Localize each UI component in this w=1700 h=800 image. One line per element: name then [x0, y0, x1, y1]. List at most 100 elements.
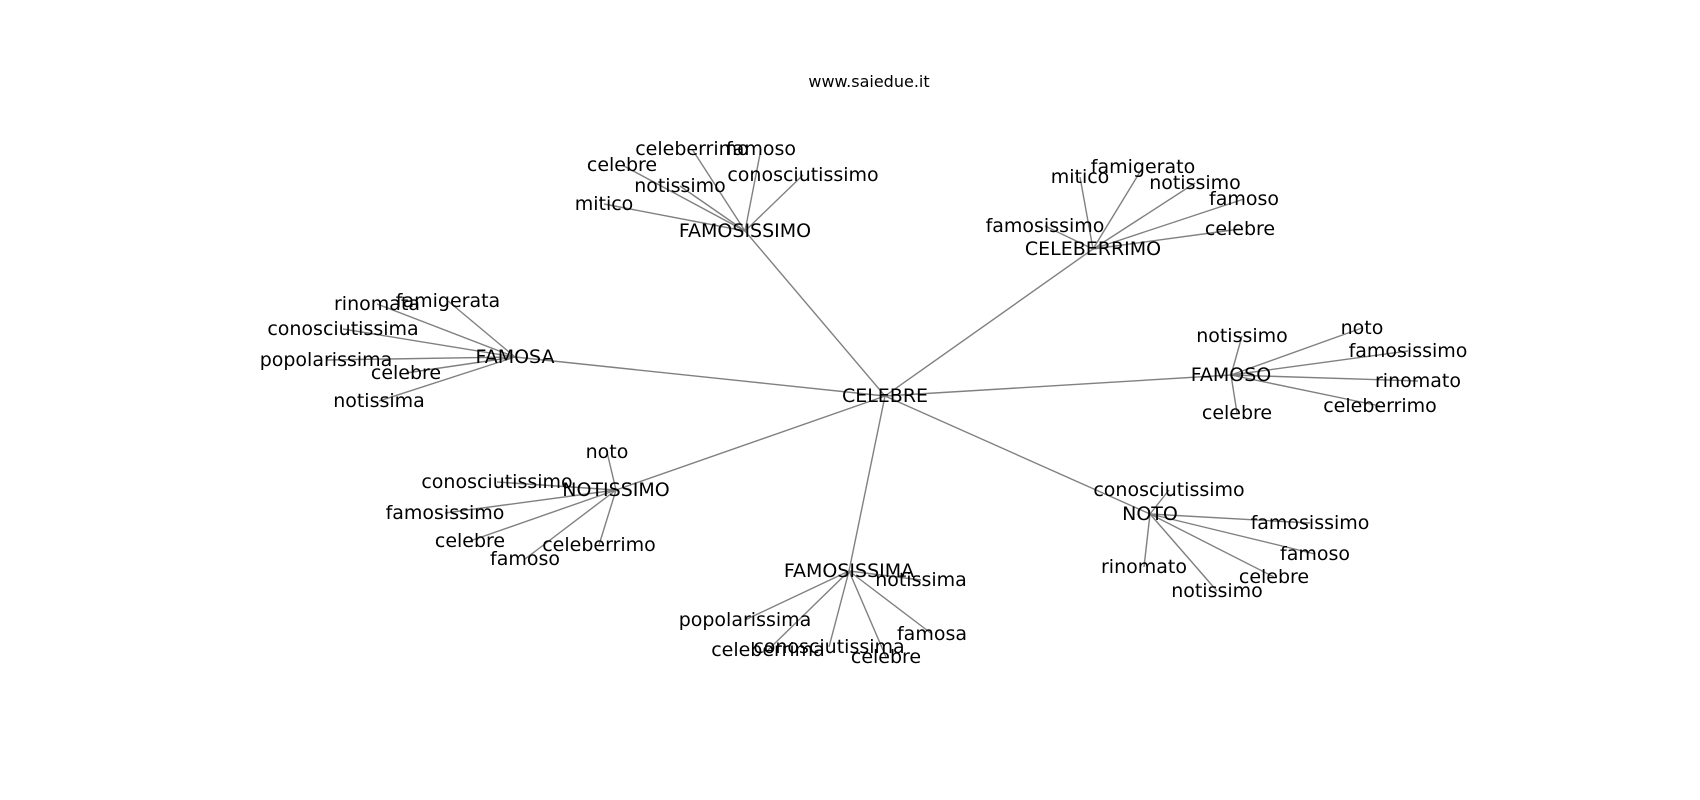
leaf-node-famosissima-celebre: celebre [851, 646, 921, 668]
edge-celeberrimo-famosissimo [1044, 225, 1094, 250]
edge-famosissimo-famoso [744, 148, 762, 232]
leaf-node-famosa-conosciutissima: conosciutissima [267, 318, 418, 340]
edge-famosa-celebre [405, 356, 516, 374]
edge-famosissimo-mitico [603, 203, 746, 232]
hub-node-notissimo: NOTISSIMO [562, 479, 669, 501]
leaf-node-celeberrimo-celebre: celebre [1205, 218, 1275, 240]
edge-celeberrimo-mitico [1079, 176, 1094, 250]
edge-famosissima-notissima [848, 570, 922, 581]
edge-notissimo-celebre [469, 489, 617, 542]
edge-famoso-rinomato [1230, 374, 1419, 382]
leaf-node-celeberrimo-famoso: famoso [1209, 188, 1279, 210]
leaf-node-famosissima-popolarissima: popolarissima [679, 609, 812, 631]
edge-noto-celebre [1149, 513, 1275, 578]
leaf-node-celeberrimo-mitico: mitico [1051, 166, 1110, 188]
hub-node-noto: NOTO [1122, 503, 1178, 525]
edge-famoso-celeberrimo [1230, 374, 1381, 407]
leaf-node-famosissimo-celebre: celebre [587, 154, 657, 176]
leaf-node-famoso-noto: noto [1341, 317, 1384, 339]
edge-notissimo-famoso [524, 489, 617, 560]
leaf-node-celeberrimo-famosissimo: famosissimo [986, 215, 1105, 237]
leaf-node-famosa-notissima: notissima [333, 390, 425, 412]
edge-center-famoso [884, 374, 1232, 397]
leaf-node-notissimo-famoso: famoso [490, 548, 560, 570]
leaf-node-famosissima-famosa: famosa [897, 623, 967, 645]
center-node-celebre: CELEBRE [842, 385, 928, 407]
edge-celeberrimo-notissimo [1092, 182, 1196, 250]
leaf-node-famoso-famosissimo: famosissimo [1349, 340, 1468, 362]
leaf-node-famosa-celebre: celebre [371, 362, 441, 384]
leaf-node-famosa-rinomata: rinomata [334, 293, 420, 315]
leaf-node-famoso-celeberrimo: celeberrimo [1323, 395, 1437, 417]
leaf-node-notissimo-famosissimo: famosissimo [386, 502, 505, 524]
hub-node-famosa: FAMOSA [476, 346, 555, 368]
edge-famosissimo-celebre [621, 164, 746, 232]
leaf-node-noto-celebre: celebre [1239, 566, 1309, 588]
leaf-node-notissimo-conosciutissimo: conosciutissimo [421, 471, 572, 493]
hub-node-famosissima: FAMOSISSIMA [784, 560, 914, 582]
edge-famosa-rinomata [376, 303, 516, 358]
edge-notissimo-celeberrimo [598, 489, 617, 546]
leaf-node-noto-famoso: famoso [1280, 543, 1350, 565]
leaf-node-notissimo-celeberrimo: celeberrimo [542, 534, 656, 556]
edge-center-famosa [514, 356, 886, 397]
leaf-node-famosissimo-mitico: mitico [575, 193, 634, 215]
edge-famosissimo-celeberrimo [691, 148, 746, 232]
edge-famosa-conosciutissima [342, 328, 516, 358]
leaf-node-noto-rinomato: rinomato [1101, 556, 1187, 578]
edge-famoso-notissimo [1230, 335, 1243, 376]
edge-famoso-famosissimo [1230, 350, 1409, 376]
leaf-node-celeberrimo-famigerato: famigerato [1091, 156, 1195, 178]
edge-famosissima-popolarissima [744, 570, 850, 621]
edge-famosissimo-conosciutissimo [744, 174, 804, 232]
leaf-node-famosissima-celeberrima: celeberrima [711, 639, 825, 661]
leaf-node-noto-notissimo: notissimo [1171, 580, 1263, 602]
leaf-node-notissimo-noto: noto [586, 441, 629, 463]
edge-famosa-famigerata [447, 300, 516, 358]
leaf-node-famosissimo-conosciutissimo: conosciutissimo [727, 164, 878, 186]
edge-celeberrimo-famoso [1092, 198, 1245, 250]
leaf-node-famosissimo-notissimo: notissimo [634, 175, 726, 197]
edge-famoso-noto [1230, 327, 1363, 376]
leaf-node-famosissimo-famoso: famoso [726, 138, 796, 160]
leaf-node-noto-conosciutissimo: conosciutissimo [1093, 479, 1244, 501]
leaf-node-famoso-notissimo: notissimo [1196, 325, 1288, 347]
leaf-node-celeberrimo-notissimo: notissimo [1149, 172, 1241, 194]
edge-notissimo-conosciutissimo [496, 481, 617, 491]
edge-famosa-popolarissima [325, 356, 516, 361]
edge-famosissima-celebre [848, 570, 887, 658]
leaf-node-noto-famosissimo: famosissimo [1251, 512, 1370, 534]
hub-node-famosissimo: FAMOSISSIMO [679, 220, 811, 242]
hub-node-celeberrimo: CELEBERRIMO [1025, 238, 1161, 260]
edge-noto-conosciutissimo [1149, 489, 1170, 515]
hub-node-famoso: FAMOSO [1191, 364, 1272, 386]
edge-famosissima-famosa [848, 570, 933, 635]
edge-center-noto [884, 395, 1151, 515]
edge-notissimo-noto [606, 451, 617, 491]
leaf-node-notissimo-celebre: celebre [435, 530, 505, 552]
leaf-node-famoso-celebre: celebre [1202, 402, 1272, 424]
leaf-node-famosa-famigerata: famigerata [396, 290, 500, 312]
watermark: www.saiedue.it [808, 72, 929, 91]
edge-famosa-notissima [378, 356, 516, 402]
leaf-node-famosissima-conosciutissima: conosciutissima [753, 636, 904, 658]
edge-center-famosissima [848, 395, 886, 572]
edge-noto-famosissimo [1149, 513, 1311, 524]
leaf-node-famosissimo-celeberrimo: celeberrimo [635, 138, 749, 160]
edge-center-notissimo [615, 395, 886, 491]
edge-famoso-celebre [1230, 374, 1238, 414]
edge-center-famosissimo [744, 230, 886, 397]
leaf-node-famoso-rinomato: rinomato [1375, 370, 1461, 392]
edge-noto-notissimo [1149, 513, 1218, 592]
graph-edges [325, 148, 1419, 658]
edge-noto-rinomato [1143, 513, 1151, 568]
edge-famosissimo-notissimo [679, 185, 746, 232]
edge-center-celeberrimo [884, 248, 1094, 397]
edge-noto-famoso [1149, 513, 1316, 555]
leaf-node-famosa-popolarissima: popolarissima [260, 349, 393, 371]
edge-famosissima-celeberrima [767, 570, 850, 651]
edge-famosissima-conosciutissima [828, 570, 850, 648]
leaf-node-famosissima-notissima: notissima [875, 569, 967, 591]
